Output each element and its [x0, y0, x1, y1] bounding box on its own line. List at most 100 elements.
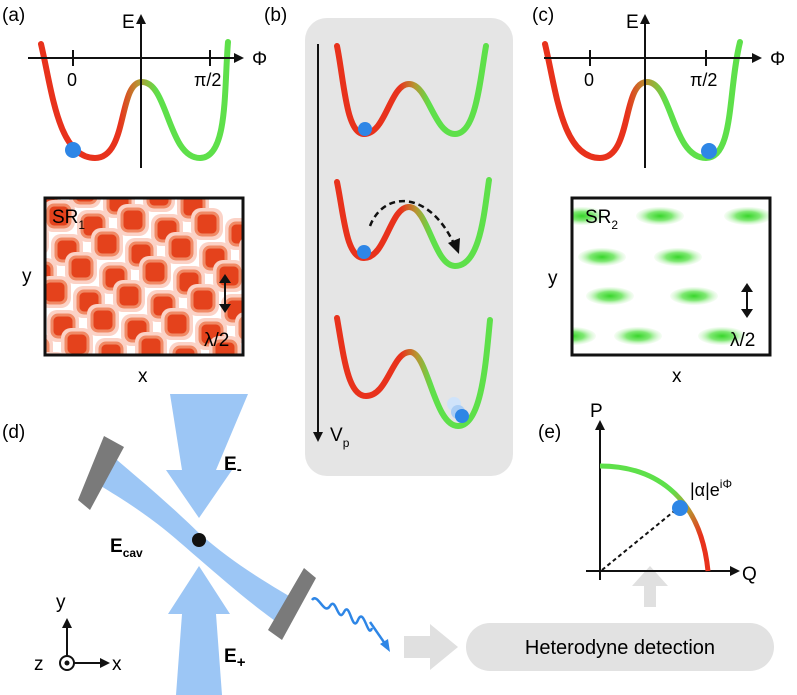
- lattice-spot: [94, 231, 120, 257]
- photon-wave: [311, 597, 374, 632]
- lattice-spot: [138, 335, 164, 355]
- lattice-spot-halo: [13, 300, 45, 332]
- lattice-spot: [362, 535, 384, 557]
- lattice-spot: [144, 447, 166, 469]
- lattice-spot-halo: [7, 130, 39, 162]
- lattice-spot-halo: [309, 502, 341, 534]
- detection-box-bg: [466, 623, 774, 671]
- lattice-spot: [222, 375, 244, 397]
- lattice-spot: [168, 235, 194, 261]
- y-axis-label-a: y: [22, 266, 32, 287]
- lattice-spot: [26, 153, 48, 175]
- lattice-spot-halo: [0, 230, 9, 262]
- lattice-spot: [64, 331, 90, 355]
- lattice-spot: [244, 427, 266, 449]
- lattice-spot: [248, 351, 270, 373]
- lattice-spot: [0, 159, 8, 181]
- cavity-mirror-left: [78, 436, 124, 510]
- lattice-spot: [314, 507, 336, 529]
- lattice-spot: [12, 135, 34, 157]
- lattice-spot-halo: [183, 360, 215, 392]
- lattice-spot: [350, 577, 372, 599]
- lattice-spot: [284, 421, 306, 443]
- atom-ball-b2: [357, 245, 371, 259]
- cavity-mirror-right: [268, 568, 316, 640]
- pump-beam-minus: [166, 394, 248, 518]
- output-arrow: [632, 566, 668, 607]
- lattice-spot: [280, 497, 302, 519]
- lattice-spot: [90, 307, 116, 333]
- lattice-spot-halo: [249, 516, 281, 548]
- lattice-spot: [146, 198, 172, 209]
- lattice-spot-halo: [273, 246, 305, 278]
- amplitude-label: |α|eiΦ: [690, 477, 732, 500]
- e-cav-label: Ecav: [110, 536, 143, 560]
- lattice-spot: [654, 248, 702, 266]
- lattice-spot-halo: [265, 398, 297, 430]
- scale-arrow-up-a: [219, 274, 231, 283]
- lattice-spot: [72, 198, 98, 205]
- lattice-spot: [120, 207, 146, 233]
- lattice-spot: [328, 525, 350, 547]
- lattice-spot: [62, 409, 84, 431]
- lattice-spot: [578, 248, 626, 266]
- phase-label-a: Φ: [252, 49, 267, 70]
- lattice-spot-halo: [453, 586, 485, 618]
- lattice-spot-halo: [383, 506, 415, 538]
- lattice-spot-halo: [243, 346, 275, 378]
- lattice-spot: [18, 305, 40, 327]
- lattice-spot: [402, 529, 424, 551]
- lattice-spot-halo: [43, 386, 75, 418]
- lattice-spot: [148, 371, 170, 393]
- energy-label-a: E: [122, 12, 135, 33]
- coord-z-label: z: [34, 654, 44, 675]
- panel-c: (c) E Φ 0 π/2 SR2 λ/2 y x: [532, 5, 785, 387]
- lattice-map-frame-c: [570, 196, 772, 357]
- lattice-spot: [288, 531, 310, 553]
- potential-curve-a: [38, 39, 231, 162]
- lattice-spot: [114, 361, 136, 383]
- lattice-spot-halo: [21, 148, 53, 180]
- signal-arrow: [404, 624, 458, 670]
- lattice-spot-halo: [323, 520, 355, 552]
- lattice-spot-halo: [55, 158, 87, 190]
- panel-d-label: (d): [2, 422, 25, 443]
- lattice-spot-halo: [423, 500, 455, 532]
- sr2-label: SR2: [585, 207, 618, 232]
- lattice-spot: [40, 357, 62, 379]
- tick-half-pi-label-a: π/2: [194, 70, 221, 90]
- panel-a: (a) E Φ 0 π/2 SR1 λ/2 y x: [0, 5, 485, 618]
- lattice-spot: [336, 559, 358, 581]
- lattice-spot-halo: [409, 482, 441, 514]
- lattice-map-sr1: SR1 λ/2: [0, 130, 485, 618]
- lattice-spot: [254, 521, 276, 543]
- lattice-map-bg-c: [572, 198, 770, 355]
- lattice-spot-halo: [83, 380, 115, 412]
- potential-curve-c: [542, 39, 743, 162]
- lattice-spot: [0, 177, 22, 199]
- lattice-spot: [240, 503, 262, 525]
- lattice-spot: [60, 163, 82, 185]
- potential-curve-b2: [334, 177, 492, 270]
- lattice-spot-halo: [239, 422, 271, 454]
- lattice-spot: [134, 167, 156, 189]
- lattice-spot: [194, 211, 220, 237]
- lattice-spot: [376, 553, 398, 575]
- lattice-spot-halo: [253, 440, 285, 472]
- lattice-spot: [428, 505, 450, 527]
- atom-ball-c: [701, 143, 717, 159]
- coord-y-label: y: [56, 592, 66, 613]
- lattice-spot: [68, 255, 94, 281]
- lattice-spot-halo: [257, 364, 289, 396]
- lattice-spot: [424, 581, 446, 603]
- scale-arrow-down-a: [219, 304, 231, 313]
- phasor-point: [672, 500, 688, 516]
- x-axis-label-c: x: [672, 366, 682, 387]
- lattice-spot-halo: [45, 352, 65, 355]
- lattice-spot: [188, 365, 210, 387]
- lattice-spot: [274, 327, 296, 349]
- lattice-spot: [172, 345, 198, 355]
- lattice-spot: [190, 287, 216, 313]
- lattice-spot: [266, 479, 288, 501]
- atom-cloud: [192, 533, 206, 547]
